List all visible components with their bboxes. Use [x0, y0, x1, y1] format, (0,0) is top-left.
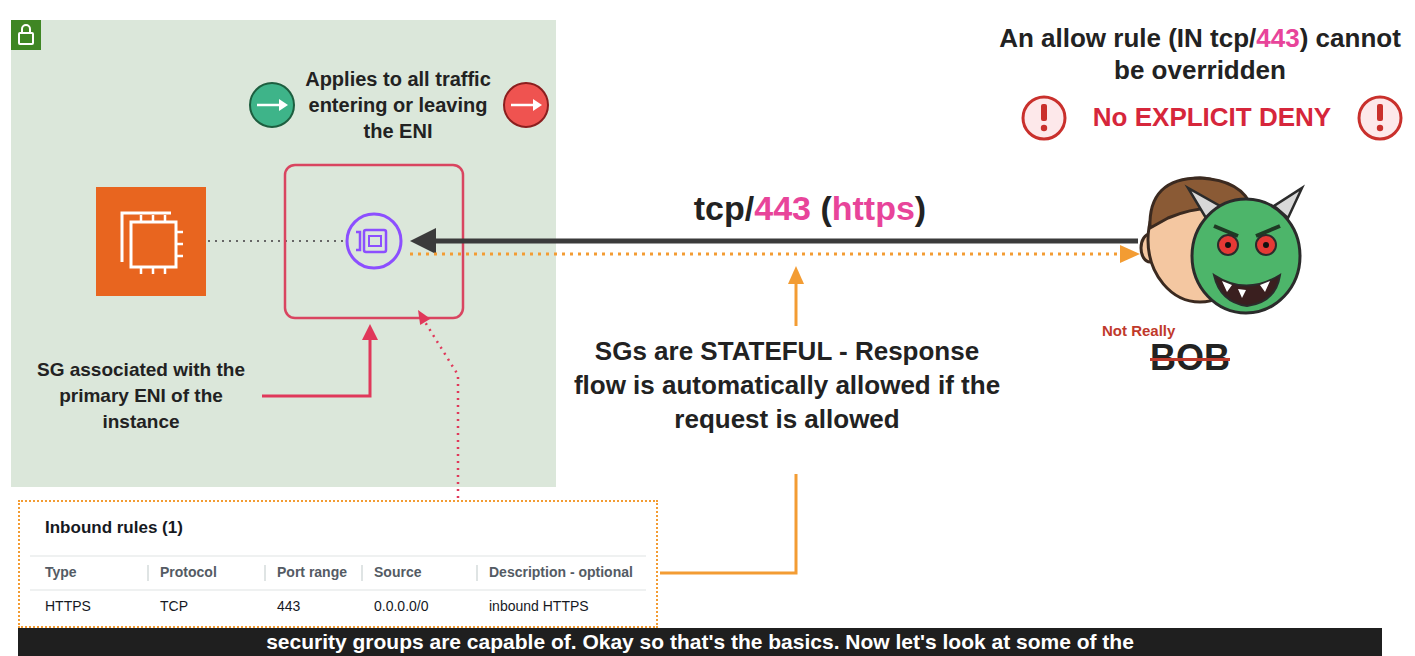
column-header: Source: [374, 564, 421, 581]
ec2-chip-pins: [141, 215, 183, 274]
column-header: Protocol: [160, 564, 217, 581]
table-cell: 0.0.0.0/0: [374, 598, 429, 615]
scope-note: Applies to all traffic entering or leavi…: [298, 66, 498, 144]
eni-card-chip: [369, 236, 381, 246]
ingress-arrow-head: [279, 99, 288, 111]
association-leader-head: [362, 324, 378, 340]
rules-dotted-leader: [425, 322, 458, 498]
ingress-icon: [250, 83, 294, 127]
highlight-run: 443: [1256, 23, 1299, 53]
attachment-dotted-line: [208, 240, 345, 242]
egress-arrow-shaft: [511, 104, 535, 107]
connection-label: tcp/443 (https): [694, 188, 926, 229]
request-arrow-head: [410, 228, 436, 254]
eye: [1218, 235, 1238, 255]
request-arrow: [430, 239, 1138, 244]
warning-icon: [1023, 97, 1065, 139]
warning-bar: [1377, 104, 1383, 121]
subtitle-text: security groups are capable of. Okay so …: [266, 630, 1134, 654]
inbound-rules-table: Inbound rules (1) Type Protocol Port range S…: [18, 500, 658, 628]
subnet-panel: Applies to all traffic entering or leavi…: [11, 20, 556, 487]
warning-dot: [1041, 125, 1047, 131]
pupil: [1263, 242, 1269, 248]
warning-bar: [1041, 104, 1047, 121]
text-run: ): [915, 189, 926, 227]
stateful-leader: [660, 474, 796, 573]
ec2-back-chip: [122, 213, 171, 262]
highlight-run: 443: [754, 189, 811, 227]
masked-attacker-figure: [1141, 178, 1302, 313]
ingress-circle: [250, 83, 294, 127]
table-rule: [30, 556, 646, 590]
warning-dot: [1377, 125, 1383, 131]
association-note: SG associated with the primary ENI of th…: [36, 357, 246, 435]
column-header: Description - optional: [489, 564, 633, 581]
rule-note: An allow rule (IN tcp/443) cannot be ove…: [995, 22, 1405, 86]
text-run: [811, 189, 820, 227]
actor-name: BOB: [1150, 336, 1230, 379]
mouth: [1214, 275, 1280, 306]
pupil: [1225, 242, 1231, 248]
eni-circle: [347, 214, 401, 268]
table-ground: [18, 500, 658, 628]
lock-body: [19, 33, 33, 44]
lock-shackle: [22, 25, 30, 33]
stateful-pointer: [795, 282, 798, 326]
stateful-note: SGs are STATEFUL - Response flow is auto…: [567, 334, 1007, 436]
egress-icon: [504, 83, 548, 127]
eni-bracket: [356, 232, 360, 250]
warning-circle: [1023, 97, 1065, 139]
lock-badge: [11, 20, 41, 50]
response-dotted-arrow: [410, 253, 1122, 256]
text-run: /: [1249, 23, 1256, 53]
ingress-arrow-shaft: [257, 104, 281, 107]
table-cell: TCP: [160, 598, 188, 615]
rules-dotted-leader-head: [418, 310, 430, 325]
eni-icon: [347, 214, 401, 268]
eye: [1256, 235, 1276, 255]
warning-icon: [1359, 97, 1401, 139]
ec2-front-chip: [131, 222, 176, 267]
table-cell: 443: [277, 598, 300, 615]
teeth: [1222, 281, 1270, 298]
association-leader: [262, 338, 370, 396]
text-run: tcp: [694, 189, 745, 227]
angry-brows: [1214, 226, 1280, 236]
monster-mask: [1192, 199, 1300, 313]
column-header: Port range: [277, 564, 347, 581]
eni-card: [364, 230, 386, 252]
response-arrow-head: [1120, 245, 1140, 263]
egress-circle: [504, 83, 548, 127]
warning-circle: [1359, 97, 1401, 139]
table-title: Inbound rules (1): [45, 518, 183, 538]
column-header: Type: [45, 564, 77, 581]
text-run: An allow rule (IN tcp: [999, 23, 1249, 53]
warning-text: No EXPLICIT DENY: [1093, 102, 1331, 133]
subtitle-bar: [18, 628, 1382, 656]
highlight-run: https: [832, 189, 915, 227]
lock-badge-ground: [11, 20, 41, 50]
ec2-ground: [96, 187, 206, 296]
column-separator: [148, 565, 477, 581]
stateful-pointer-head: [788, 266, 804, 284]
ec2-instance-icon: [96, 187, 206, 296]
table-cell: HTTPS: [45, 598, 91, 615]
table-cell: inbound HTTPS: [489, 598, 589, 615]
text-run: (: [820, 189, 831, 227]
text-run: /: [745, 189, 754, 227]
egress-arrow-head: [533, 99, 542, 111]
